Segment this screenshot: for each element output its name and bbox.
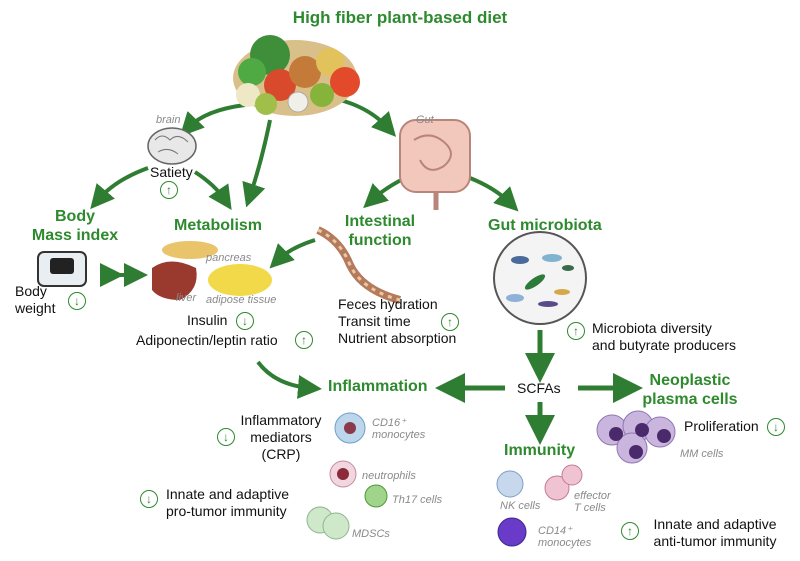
proliferation-label: Proliferation — [684, 418, 759, 434]
microbiota-line1: Microbiota diversity — [592, 320, 712, 336]
cd16-line1: CD16⁺ — [372, 417, 406, 429]
nk-cells-label: NK cells — [500, 500, 541, 512]
neutrophils-label: neutrophils — [362, 470, 416, 482]
inflam-med-line1: Inflammatory — [240, 412, 322, 428]
bmi-title: Body Mass index — [20, 207, 130, 245]
neoplastic-title: Neoplastic plasma cells — [620, 371, 760, 409]
satiety-up-indicator: ↑ — [160, 181, 178, 199]
neoplastic-line2: plasma cells — [642, 391, 738, 408]
arrow-food-to-metabolism — [242, 119, 272, 208]
scale-illustration — [37, 251, 87, 287]
microbiota-illustration — [493, 231, 587, 325]
cd14-monocytes-label: CD14⁺ monocytes — [538, 524, 591, 549]
inflammation-title: Inflammation — [328, 378, 428, 395]
inflammatory-mediators-label: Inflammatory mediators (CRP) — [236, 412, 326, 463]
inflam-med-line3: (CRP) — [261, 446, 301, 462]
effector-t-cells-label: effector T cells — [574, 490, 611, 514]
metabolism-title: Metabolism — [174, 217, 263, 234]
mm-cells-label: MM cells — [680, 448, 724, 460]
bmi-line2: Mass index — [31, 227, 119, 244]
body-weight-line2: weight — [15, 300, 56, 316]
anti-tumor-line2: anti-tumor immunity — [653, 533, 777, 549]
intestinal-up-indicator: ↑ — [441, 313, 459, 331]
intestinal-line1: Intestinal — [344, 213, 416, 230]
vegetables-illustration — [233, 35, 360, 116]
anti-tumor-label: Innate and adaptive anti-tumor immunity — [644, 516, 786, 550]
intestinal-title: Intestinal function — [330, 212, 430, 250]
body-weight-line1: Body — [15, 283, 47, 299]
anti-tumor-line1: Innate and adaptive — [653, 516, 777, 532]
organs-illustration — [152, 241, 272, 300]
title-text: High fiber plant-based diet — [292, 8, 508, 27]
adipose-label: adipose tissue — [206, 294, 277, 306]
inflam-med-line2: mediators — [250, 429, 312, 445]
cd16-monocytes-label: CD16⁺ monocytes — [372, 416, 425, 441]
mdscs-label: MDSCs — [352, 528, 390, 540]
feces-hydration-label: Feces hydration — [338, 296, 438, 312]
arrow-gut-to-microbiota — [469, 176, 519, 212]
effector-line2: T cells — [574, 502, 606, 514]
cd14-line1: CD14⁺ — [538, 525, 572, 537]
arrow-food-to-brain — [179, 103, 246, 137]
microbiota-effect: Microbiota diversity and butyrate produc… — [592, 320, 736, 354]
insulin-label: Insulin — [187, 312, 228, 328]
pro-tumor-line2: pro-tumor immunity — [166, 503, 287, 519]
intestinal-effects: Feces hydration Transit time Nutrient ab… — [338, 296, 456, 347]
immunity-title: Immunity — [504, 442, 576, 459]
anti-tumor-up-indicator: ↑ — [621, 522, 639, 540]
gut-illustration — [399, 119, 471, 210]
intestinal-line2: function — [348, 232, 412, 249]
immune-cells-anti-tumor-illustration — [496, 464, 583, 547]
effector-line1: effector — [574, 490, 611, 502]
brain-illustration — [147, 127, 197, 165]
bmi-line1: Body — [55, 208, 95, 225]
body-weight-label: Body weight — [15, 283, 55, 317]
adiponectin-up-indicator: ↑ — [295, 331, 313, 349]
transit-time-label: Transit time — [338, 313, 411, 329]
body-weight-down-indicator: ↓ — [68, 292, 86, 310]
cd14-line2: monocytes — [538, 537, 592, 549]
th17-label: Th17 cells — [392, 494, 443, 506]
arrow-intestinal-to-metabolism — [269, 238, 316, 269]
arrow-brain-to-metabolism — [193, 170, 232, 210]
pro-tumor-label: Innate and adaptive pro-tumor immunity — [166, 486, 289, 520]
inflammatory-mediators-down-indicator: ↓ — [217, 428, 235, 446]
gut-label: Gut — [416, 114, 434, 126]
microbiota-line2: and butyrate producers — [592, 337, 736, 353]
intestinal-illustration — [316, 226, 402, 304]
liver-label: liver — [176, 292, 197, 304]
diagram-title: High fiber plant-based diet — [0, 8, 800, 28]
adiponectin-label: Adiponectin/leptin ratio — [136, 332, 278, 348]
gut-microbiota-title: Gut microbiota — [488, 217, 602, 234]
pancreas-label: pancreas — [206, 252, 252, 264]
arrow-food-to-gut — [339, 98, 397, 137]
insulin-down-indicator: ↓ — [236, 312, 254, 330]
cd16-line2: monocytes — [372, 429, 426, 441]
nutrient-absorption-label: Nutrient absorption — [338, 330, 457, 346]
mm-cells-illustration — [596, 410, 676, 464]
immune-cells-pro-tumor-illustration — [306, 412, 388, 540]
satiety-label: Satiety — [150, 164, 193, 180]
microbiota-up-indicator: ↑ — [567, 322, 585, 340]
brain-label: brain — [156, 114, 181, 126]
pro-tumor-down-indicator: ↓ — [140, 490, 158, 508]
pro-tumor-line1: Innate and adaptive — [166, 486, 289, 502]
scfas-label: SCFAs — [517, 380, 561, 396]
arrow-metabolism-to-inflammation — [256, 360, 322, 399]
arrow-brain-to-bmi — [90, 166, 149, 210]
neoplastic-line1: Neoplastic — [649, 372, 731, 389]
proliferation-down-indicator: ↓ — [767, 418, 785, 436]
